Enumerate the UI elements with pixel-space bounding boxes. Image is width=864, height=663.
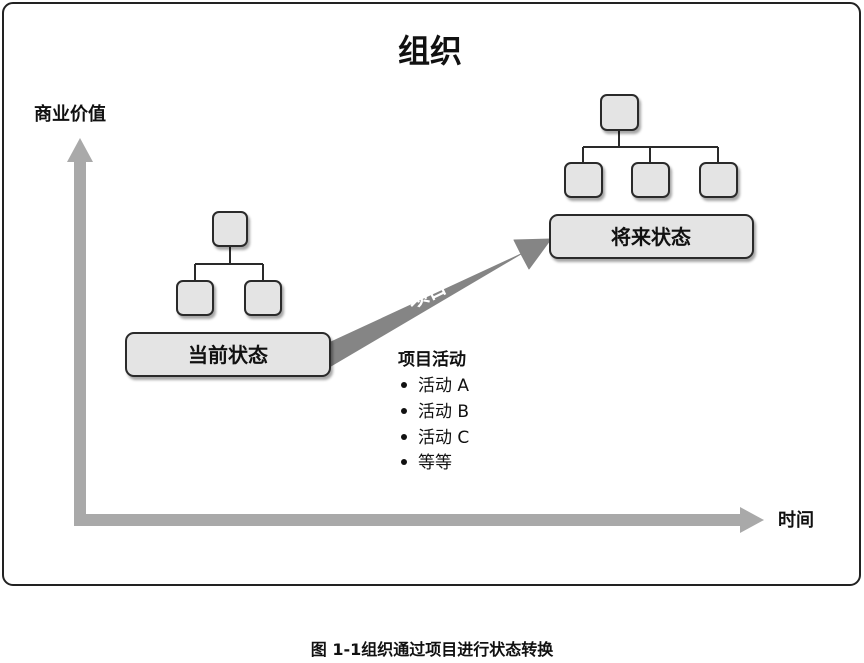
future-state-label: 将来状态 [611,225,691,249]
current-org-child-node-right [244,280,282,316]
axes [67,138,764,533]
x-axis-label: 时间 [778,510,814,531]
y-axis-arrowhead [67,138,93,162]
future-org-top-node [600,94,639,131]
figure-caption: 图 1-1组织通过项目进行状态转换 [310,640,554,659]
current-org-connectors [194,247,264,281]
project-activities: 项目活动 活动 A 活动 B 活动 C 等等 [398,349,469,473]
activity-item: 活动 C [418,428,469,448]
future-state-box [549,214,754,259]
future-org-connectors [582,130,719,163]
future-org-child-node-right [699,162,738,198]
activity-bullet [401,434,407,440]
activity-bullet [401,382,407,388]
diagram-title: 组织 [398,32,462,70]
activity-item: 等等 [418,453,452,473]
activity-item: 活动 B [418,402,469,422]
activities-heading: 项目活动 [398,349,466,370]
x-axis-arrowhead [740,507,764,533]
y-axis-label: 商业价值 [34,103,106,125]
activity-item: 活动 A [418,376,469,396]
current-state-box [125,332,331,377]
future-org-child-node-middle [631,162,670,198]
future-state-org-chart [564,94,738,198]
current-state-label: 当前状态 [188,343,268,367]
current-org-top-node [212,211,248,247]
activity-bullet [401,459,407,465]
current-state-org-chart [176,211,282,316]
future-org-child-node-left [564,162,603,198]
diagram-frame [2,2,861,586]
activity-bullet [401,408,407,414]
current-org-child-node-left [176,280,214,316]
project-arrow-body [330,238,552,367]
